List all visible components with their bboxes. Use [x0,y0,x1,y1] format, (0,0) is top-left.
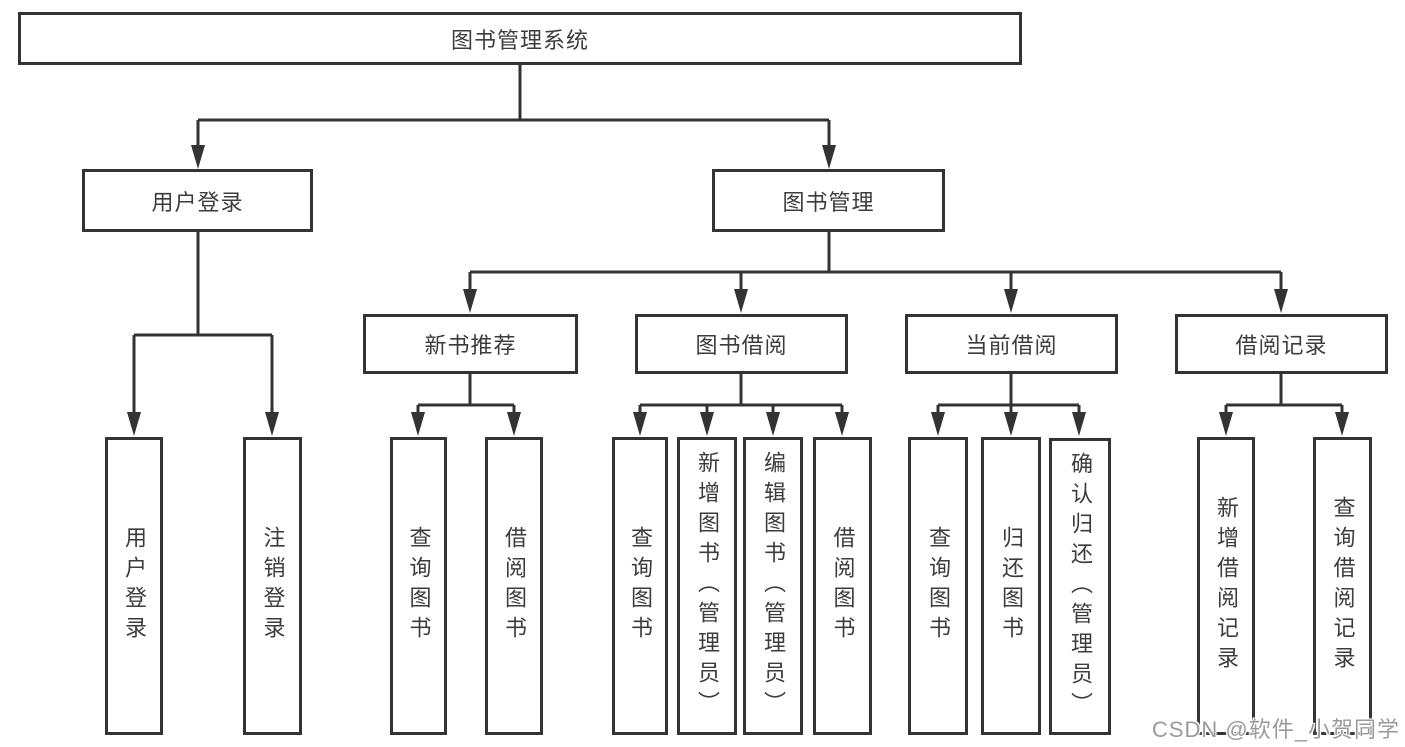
node-new-book-recommend-label: 新书推荐 [424,333,517,358]
arrowhead [1219,412,1233,436]
leaf-cb-return-books-label: 归还图书 [999,526,1024,646]
leaf-br-add-record-label: 新增借阅记录 [1214,496,1239,676]
arrowhead [766,412,780,436]
node-book-borrowing-label: 图书借阅 [695,333,788,358]
leaf-nb-query-books-label: 查询图书 [406,526,432,646]
node-current-borrowing-label: 当前借阅 [965,333,1058,358]
leaf-nb-borrow-books: 借阅图书 [485,437,543,735]
leaf-cb-query-books: 查询图书 [908,437,968,735]
arrowhead [734,289,748,313]
node-user-login-label: 用户登录 [151,189,244,215]
leaf-cb-return-books: 归还图书 [981,437,1041,735]
arrowhead [265,412,279,436]
leaf-bb-borrow-books: 借阅图书 [813,437,872,735]
leaf-user-login: 用户登录 [105,437,163,735]
leaf-nb-borrow-books-label: 借阅图书 [502,526,527,646]
arrowhead [127,412,141,436]
node-borrowing-records-label: 借阅记录 [1235,333,1328,358]
arrowhead [1335,412,1349,436]
arrowhead [1004,289,1018,313]
node-current-borrowing: 当前借阅 [905,314,1118,374]
leaf-bb-borrow-books-label: 借阅图书 [830,526,856,646]
leaf-cb-confirm-return-label: 确认归还（管理员） [1068,451,1093,722]
leaf-cb-confirm-return: 确认归还（管理员） [1049,438,1111,735]
arrowhead [1004,412,1018,436]
arrowhead [822,145,836,169]
node-root: 图书管理系统 [18,12,1022,65]
arrowhead [931,412,945,436]
arrowhead [191,145,205,169]
leaf-bb-add-books: 新增图书（管理员） [677,437,737,735]
leaf-br-query-record-label: 查询借阅记录 [1330,496,1356,676]
arrowhead [463,289,477,313]
arrowhead [1274,289,1288,313]
arrowhead [507,412,521,436]
arrowhead [835,412,849,436]
leaf-logout: 注销登录 [243,437,302,735]
leaf-bb-edit-books: 编辑图书（管理员） [743,437,803,735]
node-root-label: 图书管理系统 [450,27,589,53]
node-book-management-label: 图书管理 [782,189,875,215]
watermark-csdn: CSDN @软件_小贺同学 [1151,717,1400,742]
node-book-borrowing: 图书借阅 [635,314,848,374]
arrowhead [411,412,425,436]
arrowhead [1072,412,1086,436]
leaf-br-query-record: 查询借阅记录 [1313,437,1372,735]
arrowhead [700,412,714,436]
arrowhead [633,412,647,436]
leaf-br-add-record: 新增借阅记录 [1197,437,1255,735]
node-user-login: 用户登录 [82,169,313,232]
node-borrowing-records: 借阅记录 [1175,314,1388,374]
leaf-nb-query-books: 查询图书 [390,437,447,735]
leaf-cb-query-books-label: 查询图书 [926,526,951,646]
node-book-management: 图书管理 [712,169,945,232]
leaf-bb-edit-books-label: 编辑图书（管理员） [761,451,786,721]
leaf-bb-query-books-label: 查询图书 [628,526,653,646]
leaf-bb-query-books: 查询图书 [612,437,668,735]
leaf-bb-add-books-label: 新增图书（管理员） [695,451,720,721]
leaf-user-login-label: 用户登录 [122,526,147,646]
leaf-logout-label: 注销登录 [260,526,286,646]
node-new-book-recommend: 新书推荐 [363,314,578,374]
